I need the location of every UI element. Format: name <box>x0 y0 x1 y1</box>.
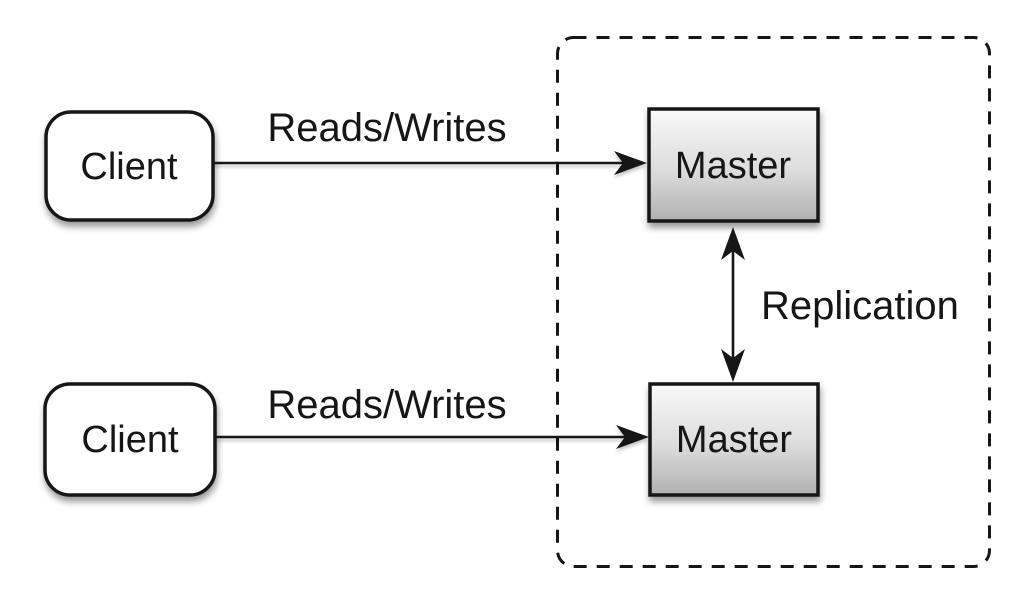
arrowhead-down-icon <box>721 349 745 382</box>
node-master-bottom <box>648 382 820 497</box>
node-master-top <box>647 107 820 223</box>
edge-replication-label: Replication <box>761 284 959 328</box>
edge-replication <box>721 227 745 382</box>
arrowhead-right-icon <box>616 425 649 449</box>
edge-reads-writes-bottom-label: Reads/Writes <box>267 383 506 427</box>
node-master-bottom-label: Master <box>676 419 792 461</box>
node-client-top <box>44 110 215 222</box>
edge-reads-writes-top-label: Reads/Writes <box>267 106 506 150</box>
node-client-top-label: Client <box>80 146 178 188</box>
arrowhead-up-icon <box>721 227 745 260</box>
edge-reads-writes-top <box>214 151 647 175</box>
node-client-bottom-label: Client <box>81 419 179 461</box>
replication-group-boundary <box>556 36 991 568</box>
edge-reads-writes-bottom <box>216 425 649 449</box>
arrowhead-right-icon <box>614 151 647 175</box>
node-master-top-label: Master <box>675 145 791 187</box>
node-client-bottom <box>43 382 217 497</box>
